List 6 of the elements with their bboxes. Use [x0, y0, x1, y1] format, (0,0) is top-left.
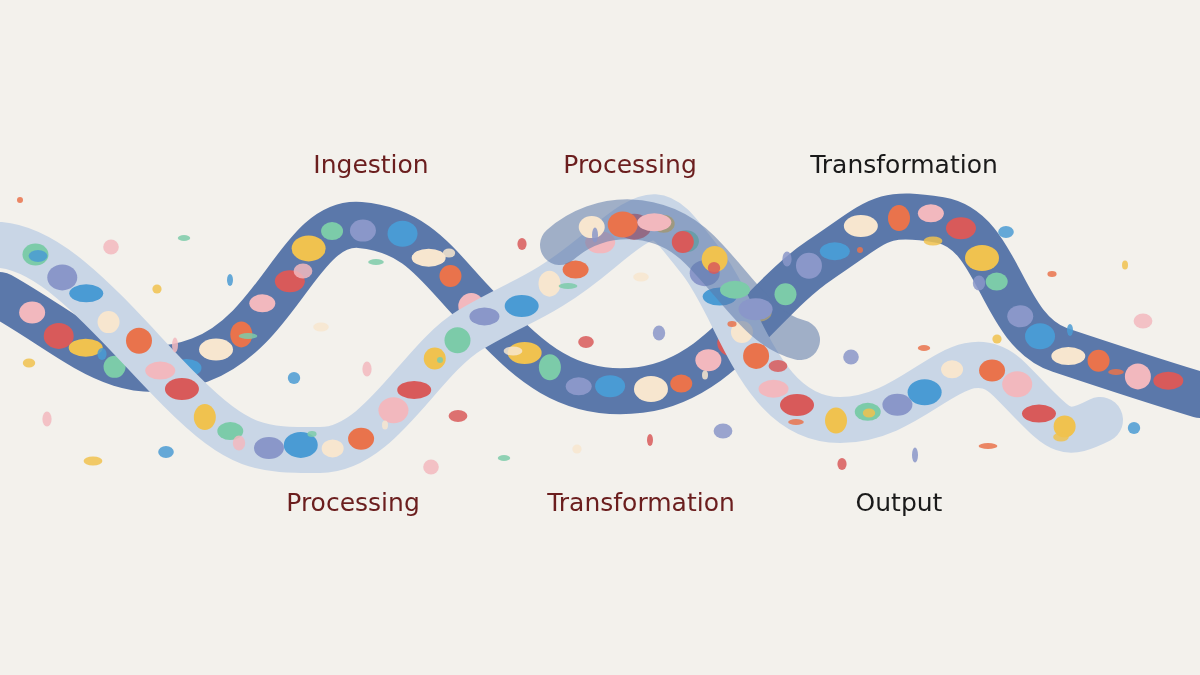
stage-label: Output: [855, 488, 943, 517]
stage-label: Transformation: [810, 150, 998, 179]
stage-label: Ingestion: [313, 150, 429, 179]
stage-label: Processing: [563, 150, 697, 179]
stage-label: Processing: [286, 488, 420, 517]
stage-label: Transformation: [547, 488, 735, 517]
